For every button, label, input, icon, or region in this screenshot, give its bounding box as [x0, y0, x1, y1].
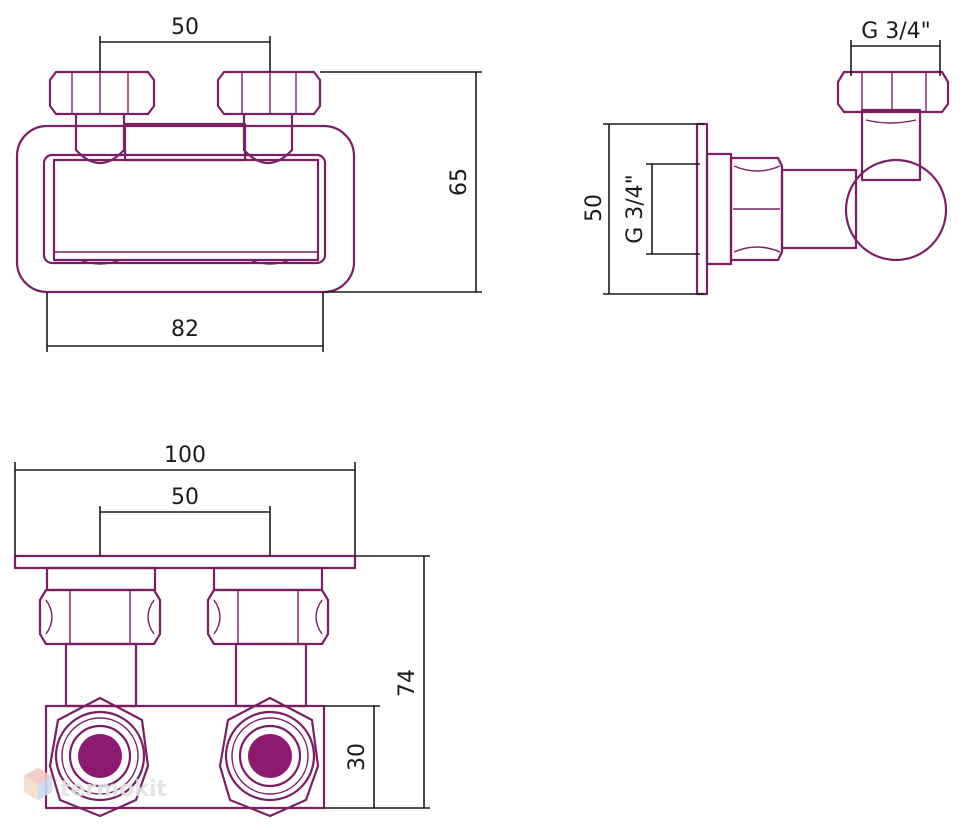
front-view-right-port	[218, 696, 320, 818]
dim-label-front-height: 74	[395, 669, 420, 697]
top-view-inner-frame	[42, 153, 327, 265]
left-port-opening	[78, 734, 122, 778]
side-view-dimension-thread-side: G 3/4"	[623, 163, 700, 255]
front-view-right-nut	[206, 588, 330, 646]
front-view-left-nut	[38, 588, 162, 646]
dim-label-front-block: 30	[345, 743, 370, 771]
top-view-right-nut	[216, 70, 322, 165]
front-view-right-collar	[212, 566, 324, 592]
side-view-collar	[705, 152, 733, 266]
front-view: 100 50 74 30	[13, 443, 430, 818]
watermark-text: termokit	[60, 777, 167, 802]
side-view-top-nut	[836, 70, 950, 114]
side-view: G 3/4" 50 G 3/4"	[582, 19, 950, 296]
side-view-riser	[860, 108, 922, 182]
dim-label-side-height: 50	[582, 194, 607, 222]
dim-label-top-width: 82	[171, 317, 199, 342]
front-view-right-pipe	[234, 642, 308, 708]
dim-label-front-spacing: 50	[171, 485, 199, 510]
front-view-dimension-spacing: 50	[99, 485, 271, 556]
side-view-dimension-height: 50	[582, 123, 704, 295]
dim-label-front-total: 100	[164, 443, 206, 468]
right-port-opening	[248, 734, 292, 778]
top-view: 50 65 82	[15, 15, 482, 352]
front-view-left-port	[48, 696, 150, 818]
dim-label-side-thread-top: G 3/4"	[861, 19, 931, 44]
top-view-body	[52, 158, 320, 262]
front-view-dimension-total: 100	[14, 443, 356, 556]
watermark: termokit	[24, 768, 167, 802]
side-view-dimension-thread-top: G 3/4"	[850, 19, 941, 76]
front-view-left-pipe	[64, 642, 138, 708]
side-view-pipe	[780, 168, 858, 250]
front-view-dimension-block: 30	[324, 705, 380, 808]
front-view-manifold	[44, 704, 326, 810]
dim-label-top-spacing: 50	[171, 15, 199, 40]
front-view-dimension-height: 74	[324, 555, 430, 809]
side-view-nut	[729, 156, 784, 262]
top-view-dimension-width: 82	[46, 292, 324, 352]
front-view-wall-plate	[13, 554, 357, 570]
side-view-ball	[844, 158, 948, 262]
dim-label-side-thread-side: G 3/4"	[623, 174, 648, 244]
dim-label-top-height: 65	[447, 168, 472, 196]
top-view-dimension-spacing: 50	[99, 15, 271, 72]
top-view-dimension-height: 65	[320, 71, 482, 293]
top-view-left-nut	[48, 70, 156, 165]
watermark-logo-icon	[24, 768, 52, 800]
top-view-outer-frame	[15, 124, 356, 294]
front-view-left-collar	[45, 566, 157, 592]
side-view-wall-plate	[695, 122, 709, 296]
